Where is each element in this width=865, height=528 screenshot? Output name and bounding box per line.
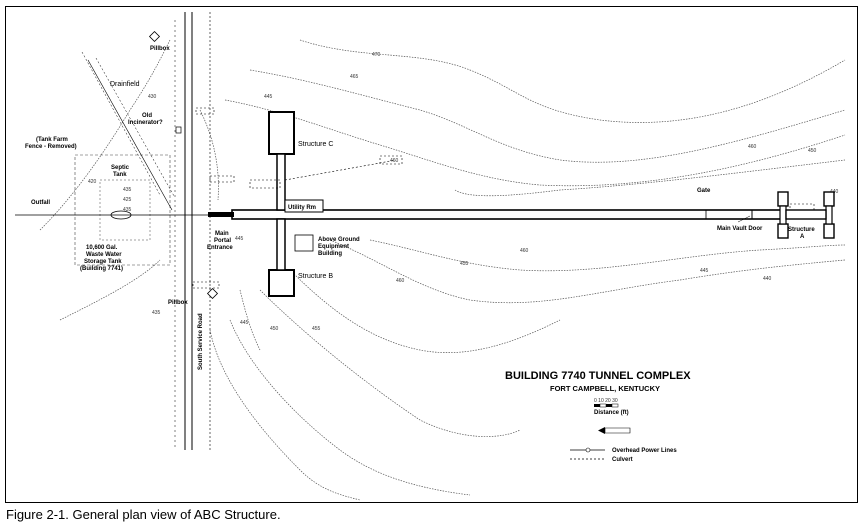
contour-line [299,39,846,123]
svg-text:(Building 7741): (Building 7741) [80,266,123,272]
structure-c-label: Structure C [298,141,333,148]
svg-text:10,600 Gal.: 10,600 Gal. [86,245,118,251]
pillbox-south: Pillbox [168,287,219,306]
figure-frame [5,6,858,503]
contour-label: 435 [152,310,161,316]
contour-line [259,289,521,437]
contour-line [209,329,361,501]
contour-label: 445 [240,320,249,326]
contour-label: 460 [520,248,529,254]
structure-c: Structure C [249,111,403,211]
contour-line [229,319,471,496]
contour-label: 460 [748,144,757,150]
contour-label: 455 [312,326,321,332]
svg-text:Building: Building [318,251,342,257]
contour-label: 450 [270,326,279,332]
utility-room: Utility Rm [284,199,324,213]
svg-text:Waste Water: Waste Water [86,252,122,258]
contour-label: 450 [808,148,817,154]
svg-text:Utility Rm: Utility Rm [288,205,316,211]
tunnel-complex-plan: 470 465 460 450 440 455 460 445 440 460 … [15,12,846,501]
svg-text:(Tank Farm: (Tank Farm [36,137,68,143]
svg-text:Portal: Portal [214,238,231,244]
structure-b: Structure B [268,218,333,297]
annotations: Drainfield Old Incinerator? (Tank Farm F… [25,81,763,272]
contour-line [59,259,161,321]
svg-text:Fence - Removed): Fence - Removed) [25,144,77,150]
svg-text:Equipment: Equipment [318,244,349,250]
structure-b-label: Structure B [298,273,333,280]
contour-line [249,69,846,163]
contour-line [454,159,846,197]
drawing-subtitle: FORT CAMPBELL, KENTUCKY [550,384,660,393]
svg-text:Pillbox: Pillbox [150,46,170,52]
scale-ticks: 0 10 20 30 [594,398,618,404]
svg-text:Main: Main [215,231,229,237]
road-label: South Service Road [198,313,204,370]
contour-label: 445 [264,94,273,100]
south-service-road: South Service Road [174,12,211,450]
svg-text:Pillbox: Pillbox [168,300,188,306]
equipment-building: Above Ground Equipment Building [294,234,360,257]
svg-text:Tank: Tank [113,172,127,178]
svg-text:Entrance: Entrance [207,245,233,251]
legend-power-lines: Overhead Power Lines [612,448,677,454]
structure-a: Structure A [777,191,835,240]
svg-text:Gate: Gate [697,188,711,194]
contour-label: 425 [123,197,132,203]
svg-text:Above Ground: Above Ground [318,237,360,243]
north-arrow-icon [604,427,631,434]
svg-text:Septic: Septic [111,165,130,171]
contour-label: 420 [88,179,97,185]
contour-label: 460 [396,278,405,284]
svg-text:Old: Old [142,113,152,119]
contour-line [199,109,219,201]
scale-label: Distance (ft) [594,410,629,416]
tank-farm-area: 435 425 435 [15,51,230,266]
title-block: BUILDING 7740 TUNNEL COMPLEX FORT CAMPBE… [505,370,691,463]
contour-label: 445 [700,268,709,274]
svg-text:Structure: Structure [788,227,815,233]
contour-line [239,289,261,351]
north-arrow-head-icon [598,427,605,434]
contour-label: 435 [123,207,132,213]
contour-label: 455 [460,261,469,267]
figure-caption: Figure 2-1. General plan view of ABC Str… [6,507,281,522]
culverts [175,107,235,289]
contour-label: 445 [235,236,244,242]
contour-line [39,39,171,231]
svg-text:Outfall: Outfall [31,200,50,206]
svg-text:Main Vault Door: Main Vault Door [717,226,763,232]
contour-line [289,269,561,353]
contour-line [369,239,846,272]
drawing-title: BUILDING 7740 TUNNEL COMPLEX [505,370,691,382]
pillbox-north: Pillbox [148,30,170,52]
svg-text:Incinerator?: Incinerator? [128,120,163,126]
drainfield-label: Drainfield [110,81,140,88]
contour-label: 465 [350,74,359,80]
contour-label: 470 [372,52,381,58]
contour-line [329,239,846,304]
svg-text:Storage Tank: Storage Tank [84,259,122,265]
contour-label: 435 [123,187,132,193]
contour-label: 460 [390,158,399,164]
legend-culvert: Culvert [612,457,633,463]
contour-label: 440 [763,276,772,282]
contour-line [224,99,846,187]
contour-labels: 470 465 460 450 440 455 460 445 440 460 … [88,52,839,332]
contour-lines [39,39,846,501]
svg-text:A: A [800,234,805,240]
contour-label: 430 [148,94,157,100]
